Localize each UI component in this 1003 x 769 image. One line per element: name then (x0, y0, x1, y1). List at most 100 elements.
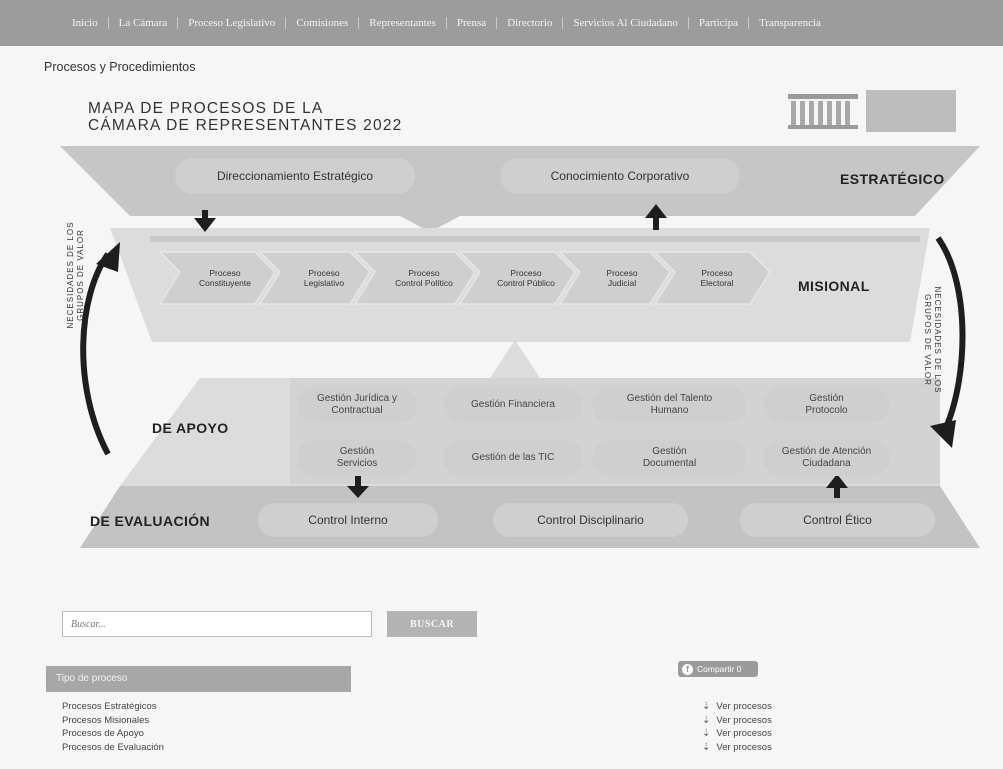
right-curved-arrow (935, 236, 966, 438)
misional-top-bar (150, 236, 920, 242)
search-input[interactable] (62, 611, 372, 637)
download-icon: ⇣ (702, 728, 711, 739)
chevron-label-2: Judicial (607, 278, 637, 288)
process-type-item: Procesos Misionales (62, 714, 150, 726)
nav-item-participa[interactable]: Participa (689, 17, 749, 29)
chevron-label-1: Proceso (701, 268, 733, 278)
ver-procesos-link[interactable]: ⇣ Ver procesos (702, 700, 772, 714)
facebook-icon: f (682, 663, 693, 675)
label-de-apoyo: DE APOYO (152, 420, 229, 436)
pill-line-1: Gestión de las TIC (471, 452, 555, 463)
chevron-label-1: Proceso (510, 268, 542, 278)
process-map-graphic (60, 146, 980, 548)
pill-line-1: Gestión (339, 446, 375, 457)
pill-line-2: Documental (642, 458, 697, 469)
nav-item-la-camara[interactable]: La Cámara (109, 17, 179, 29)
share-label: Compartir 0 (697, 664, 742, 674)
side-label-left-line-2: GRUPOS DE VALOR (76, 229, 85, 321)
ver-procesos-link[interactable]: ⇣ Ver procesos (702, 727, 772, 741)
pill-control-disciplinario[interactable]: Control Disciplinario (493, 503, 688, 537)
misional-chevrons (158, 251, 771, 305)
pill-line-2: Ciudadana (802, 458, 851, 469)
pill-line-1: Gestión (809, 393, 844, 404)
chevron-label-2: Control Público (497, 278, 555, 288)
pill-line-2: Humano (650, 405, 689, 416)
side-label-right: NECESIDADES DE LOS GRUPOS DE VALOR (922, 275, 942, 405)
process-type-item: Procesos de Evaluación (62, 741, 164, 753)
ver-procesos-list: ⇣ Ver procesos ⇣ Ver procesos ⇣ Ver proceso… (702, 700, 772, 754)
process-type-item: Procesos Estratégicos (62, 701, 157, 712)
pill-line-1: Gestión Financiera (471, 399, 555, 410)
process-type-header: Tipo de proceso (46, 666, 351, 692)
flow-arrows (194, 204, 848, 498)
side-label-right-line-1: NECESIDADES DE LOS (933, 286, 942, 394)
chevron-label-1: Proceso (408, 268, 440, 278)
pill-line-1: Gestión del Talento (626, 393, 713, 404)
chevron-label-1: Proceso (606, 268, 638, 278)
label-misional: MISIONAL (798, 278, 870, 294)
estrategico-notch (400, 216, 460, 232)
ver-procesos-label: Ver procesos (716, 741, 772, 753)
facebook-share-button[interactable]: f Compartir 0 (678, 661, 758, 677)
ver-procesos-label: Ver procesos (716, 714, 772, 726)
download-icon: ⇣ (702, 741, 711, 753)
label-de-evaluacion: DE EVALUACIÓN (90, 513, 211, 529)
ver-procesos-label: Ver procesos (716, 728, 772, 739)
pill-line-1: Gestión (652, 446, 687, 457)
pill-gestion-financiera[interactable]: Gestión Financiera (443, 387, 583, 423)
ver-procesos-label: Ver procesos (716, 701, 772, 712)
nav-item-proceso-legislativo[interactable]: Proceso Legislativo (178, 17, 287, 29)
pill-gestion-tic[interactable]: Gestión de las TIC (443, 440, 583, 476)
process-map-title: MAPA DE PROCESOS DE LA CÁMARA DE REPRESE… (88, 100, 418, 134)
side-label-left: NECESIDADES DE LOS GRUPOS DE VALOR (66, 210, 86, 340)
nav-item-directorio[interactable]: Directorio (497, 17, 564, 29)
pill-line-1: Gestión de Atención (781, 446, 872, 457)
ver-procesos-link[interactable]: ⇣ Ver procesos (702, 714, 772, 728)
logo-badge (866, 90, 956, 132)
chevron-label-2: Legislativo (303, 278, 345, 288)
chevron-label-2: Constituyente (199, 278, 251, 288)
nav-item-comisiones[interactable]: Comisiones (286, 17, 360, 29)
pill-line-2: Protocolo (805, 405, 848, 416)
nav-item-prensa[interactable]: Prensa (447, 17, 498, 29)
nav-item-inicio[interactable]: Inicio (62, 17, 109, 29)
main-nav: Inicio La Cámara Proceso Legislativo Com… (0, 0, 1003, 46)
nav-item-transparencia[interactable]: Transparencia (759, 17, 821, 29)
pill-conocimiento-corporativo[interactable]: Conocimiento Corporativo (500, 158, 740, 194)
pill-line-1: Gestión Jurídica y (316, 393, 398, 404)
pill-line-2: Contractual (331, 405, 383, 416)
title-line-1: MAPA DE PROCESOS DE LA (88, 100, 324, 117)
chevron-label-1: Proceso (209, 268, 241, 278)
pill-direccionamiento-estrategico[interactable]: Direccionamiento Estratégico (175, 158, 415, 194)
ver-procesos-link[interactable]: ⇣ Ver procesos (702, 741, 772, 755)
pill-control-interno[interactable]: Control Interno (258, 503, 438, 537)
download-icon: ⇣ (702, 701, 711, 712)
pill-line-2: Servicios (336, 458, 378, 469)
process-type-list: Procesos Estratégicos Procesos Misionale… (62, 700, 164, 754)
chevron-label-2: Electoral (700, 278, 734, 288)
side-label-right-line-2: GRUPOS DE VALOR (923, 294, 932, 386)
capitol-columns-icon (788, 94, 858, 129)
download-icon: ⇣ (702, 714, 711, 726)
process-type-item: Procesos de Apoyo (62, 728, 144, 739)
camara-logo (788, 90, 958, 134)
chevron-label-2: Control Político (395, 278, 453, 288)
search-button[interactable]: BUSCAR (387, 611, 477, 637)
title-line-2: CÁMARA DE REPRESENTANTES 2022 (88, 117, 403, 134)
nav-item-servicios-ciudadano[interactable]: Servicios Al Ciudadano (563, 17, 689, 29)
pill-control-etico[interactable]: Control Ético (740, 503, 935, 537)
label-estrategico: ESTRATÉGICO (840, 171, 945, 187)
nav-item-representantes[interactable]: Representantes (359, 17, 447, 29)
